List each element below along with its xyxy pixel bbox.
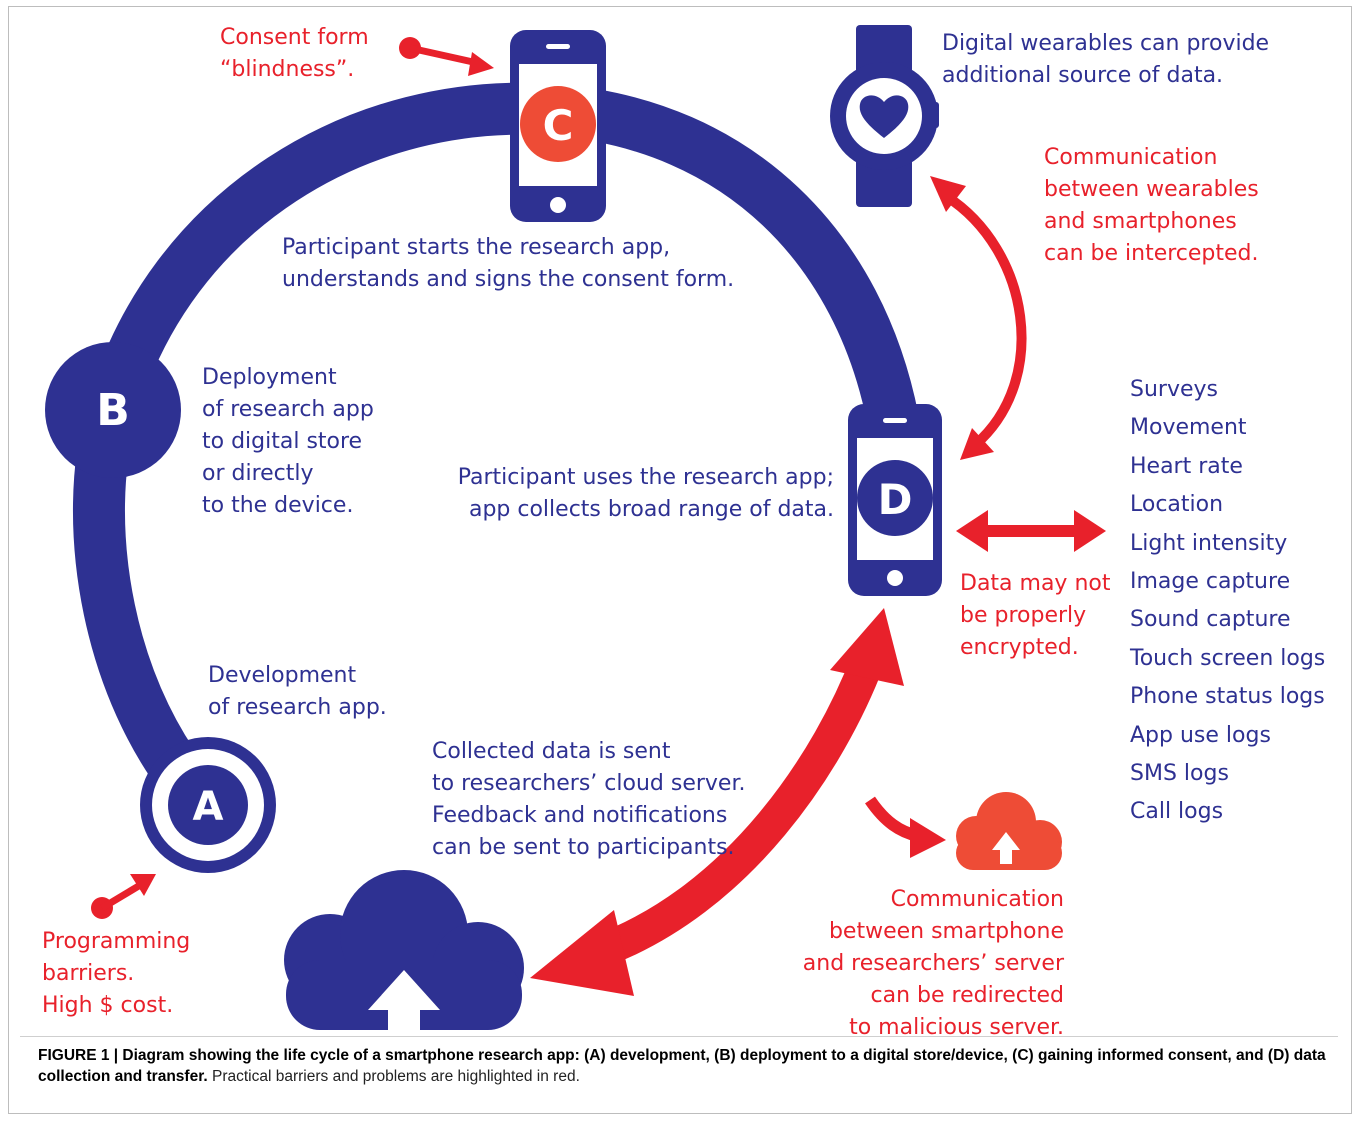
server-comm-problem-text: Communication between smartphone and res… <box>802 887 1064 1040</box>
wearables-text: Digital wearables can provide additional… <box>942 31 1270 88</box>
double-arrow-icon <box>956 510 1106 552</box>
stage-b-text: Deployment of research app to digital st… <box>202 365 374 518</box>
list-item: Touch screen logs <box>1130 645 1326 671</box>
list-item: Light intensity <box>1130 530 1288 556</box>
list-item: App use logs <box>1130 722 1271 748</box>
stage-a-text: Development of research app. <box>208 663 387 720</box>
caption-divider <box>20 1036 1338 1037</box>
stage-c-text: Participant starts the research app, und… <box>282 235 735 292</box>
list-item: Phone status logs <box>1130 684 1325 710</box>
arrow-icon <box>399 37 494 76</box>
caption-bold: FIGURE 1 | Diagram showing the life cycl… <box>38 1047 1326 1085</box>
stage-d-text: Participant uses the research app; app c… <box>457 465 834 522</box>
caption-normal: Practical barriers and problems are high… <box>207 1068 580 1085</box>
consent-problem-text: Consent form “blindness”. <box>220 25 369 82</box>
smartphone-icon: C <box>510 30 606 222</box>
arrow-icon <box>865 796 946 858</box>
list-item: Sound capture <box>1130 607 1291 633</box>
stage-b-letter: B <box>96 385 130 436</box>
wearable-comm-problem-text: Communication between wearables and smar… <box>1044 145 1259 266</box>
stage-a-marker: A <box>140 737 276 873</box>
stage-d-letter: D <box>878 475 913 524</box>
cloud-upload-icon <box>284 870 524 1032</box>
cycle-arc <box>72 82 919 826</box>
cloud-text: Collected data is sent to researchers’ c… <box>432 739 746 860</box>
stage-a-letter: A <box>193 784 224 830</box>
list-item: Movement <box>1130 415 1247 441</box>
list-item: Call logs <box>1130 799 1224 825</box>
smartphone-icon: D <box>848 404 942 596</box>
smartwatch-icon <box>830 25 939 207</box>
stage-c-letter: C <box>543 101 574 150</box>
encryption-problem-text: Data may not be properly encrypted. <box>960 571 1111 660</box>
list-item: Heart rate <box>1130 453 1243 479</box>
cloud-upload-icon <box>956 792 1062 870</box>
double-arrow-icon <box>530 608 904 996</box>
data-types-list: Surveys Movement Heart rate Location Lig… <box>1130 372 1325 833</box>
list-item: SMS logs <box>1130 760 1229 786</box>
stage-b-marker: B <box>45 342 181 478</box>
programming-problem-text: Programming barriers. High $ cost. <box>42 929 191 1018</box>
list-item: Image capture <box>1130 568 1291 594</box>
list-item: Location <box>1130 492 1224 518</box>
list-item: Surveys <box>1130 377 1218 402</box>
figure-caption: FIGURE 1 | Diagram showing the life cycl… <box>38 1045 1328 1087</box>
heart-icon <box>859 95 909 138</box>
arrow-icon <box>91 874 156 919</box>
double-arrow-icon <box>930 176 1027 460</box>
